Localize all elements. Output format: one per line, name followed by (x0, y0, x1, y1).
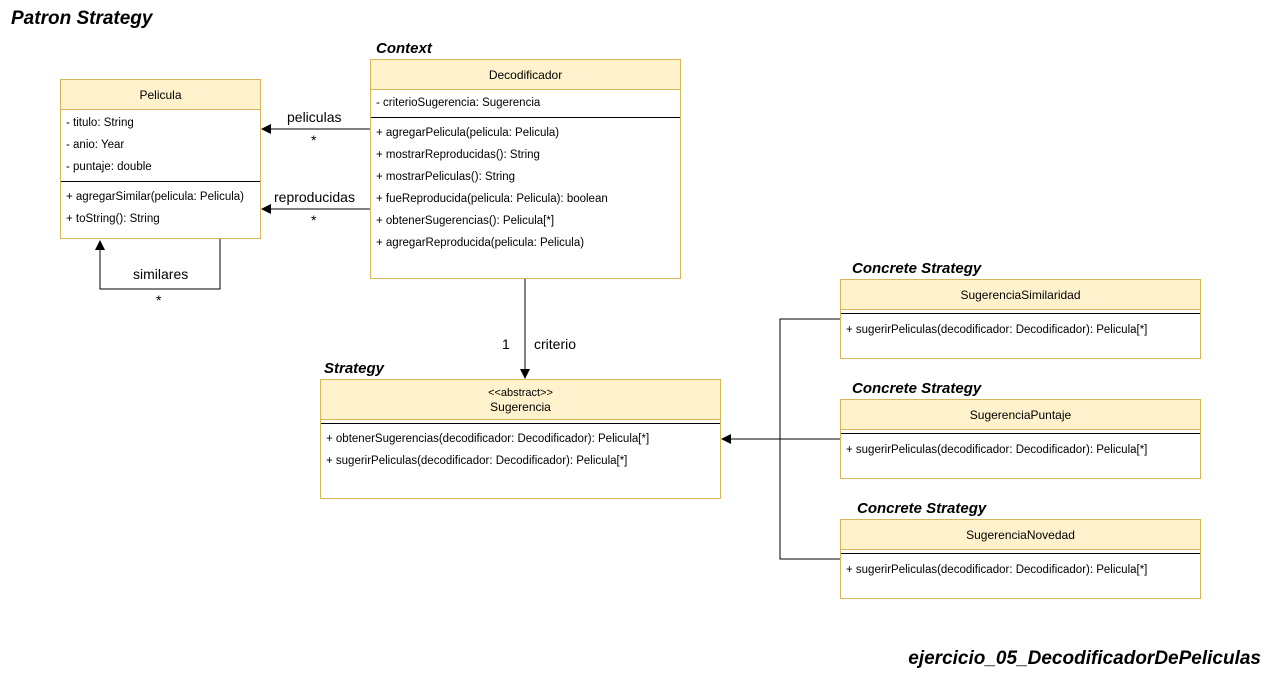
edge-mult-peliculas: * (311, 132, 317, 148)
class-decodificador[interactable]: Decodificador - criterioSugerencia: Suge… (370, 59, 681, 279)
class-header: Decodificador (371, 60, 680, 90)
diagram-title: Patron Strategy (11, 8, 153, 29)
class-sugerencia-similaridad[interactable]: SugerenciaSimilaridad + sugerirPeliculas… (840, 279, 1201, 359)
attribute-row: - anio: Year (66, 139, 125, 151)
method-row: + sugerirPeliculas(decodificador: Decodi… (846, 324, 1148, 336)
class-name: Sugerencia (490, 399, 551, 414)
method-row: + toString(): String (66, 213, 160, 225)
method-row: + sugerirPeliculas(decodificador: Decodi… (846, 564, 1148, 576)
class-header: SugerenciaPuntaje (841, 400, 1200, 430)
class-separator (61, 181, 260, 182)
edge-mult-similares: * (156, 292, 162, 308)
class-separator (841, 433, 1200, 434)
stereotype-label-context: Context (376, 40, 432, 57)
edge-mult-reproducidas: * (311, 212, 317, 228)
method-row: + obtenerSugerencias(decodificador: Deco… (326, 433, 650, 445)
attribute-row: - titulo: String (66, 117, 134, 129)
edge-label-peliculas: peliculas (287, 109, 342, 125)
class-separator (841, 553, 1200, 554)
method-row: + agregarPelicula(pelicula: Pelicula) (376, 127, 560, 139)
class-header: SugerenciaNovedad (841, 520, 1200, 550)
class-header: <<abstract>> Sugerencia (321, 380, 720, 420)
attribute-row: - criterioSugerencia: Sugerencia (376, 97, 541, 109)
stereotype-label-strategy: Strategy (324, 360, 385, 377)
class-stereotype: <<abstract>> (488, 386, 553, 399)
class-name: SugerenciaPuntaje (969, 407, 1072, 422)
class-separator (371, 117, 680, 118)
class-name: Pelicula (139, 87, 182, 102)
class-header: Pelicula (61, 80, 260, 110)
edge-novedad-extends (779, 439, 840, 560)
class-separator (841, 313, 1200, 314)
method-row: + sugerirPeliculas(decodificador: Decodi… (326, 455, 628, 467)
edge-label-criterio: criterio (534, 336, 577, 352)
class-sugerencia-puntaje[interactable]: SugerenciaPuntaje + sugerirPeliculas(dec… (840, 399, 1201, 479)
edge-mult-criterio: 1 (502, 336, 510, 352)
stereotype-label-concrete-similaridad: Concrete Strategy (852, 260, 982, 277)
class-name: Decodificador (488, 67, 563, 82)
method-row: + mostrarPeliculas(): String (376, 171, 515, 183)
class-sugerencia[interactable]: <<abstract>> Sugerencia + obtenerSugeren… (320, 379, 721, 499)
class-name: SugerenciaSimilaridad (960, 287, 1081, 302)
method-row: + sugerirPeliculas(decodificador: Decodi… (846, 444, 1148, 456)
edge-similares (95, 239, 221, 290)
method-row: + agregarSimilar(pelicula: Pelicula) (66, 191, 245, 203)
edge-similaridad-extends (779, 318, 840, 439)
method-row: + mostrarReproducidas(): String (376, 149, 540, 161)
method-row: + agregarReproducida(pelicula: Pelicula) (376, 237, 585, 249)
footer-title: ejercicio_05_DecodificadorDePeliculas (908, 648, 1261, 669)
class-pelicula[interactable]: Pelicula - titulo: String - anio: Year -… (60, 79, 261, 239)
stereotype-label-concrete-novedad: Concrete Strategy (857, 500, 987, 517)
method-row: + fueReproducida(pelicula: Pelicula): bo… (376, 193, 608, 205)
class-name: SugerenciaNovedad (966, 527, 1075, 542)
class-separator (321, 423, 720, 424)
method-row: + obtenerSugerencias(): Pelicula[*] (376, 215, 555, 227)
attribute-row: - puntaje: double (66, 161, 152, 173)
edge-label-similares: similares (133, 266, 189, 282)
class-header: SugerenciaSimilaridad (841, 280, 1200, 310)
stereotype-label-concrete-puntaje: Concrete Strategy (852, 380, 982, 397)
edge-label-reproducidas: reproducidas (274, 189, 355, 205)
class-sugerencia-novedad[interactable]: SugerenciaNovedad + sugerirPeliculas(dec… (840, 519, 1201, 599)
